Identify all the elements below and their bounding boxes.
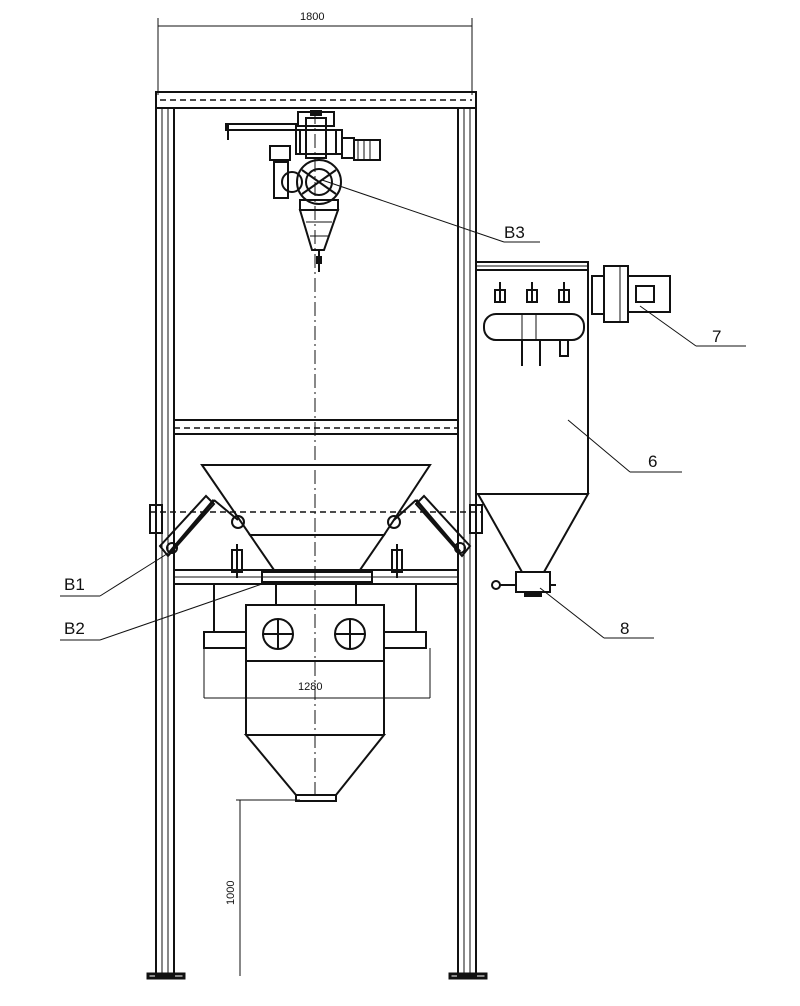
callout-b1: B1 <box>60 551 171 597</box>
callout-6: 6 <box>567 419 682 473</box>
callout-7-label: 7 <box>712 327 721 346</box>
upper-hopper <box>200 464 432 578</box>
discharge-bin <box>203 571 431 802</box>
callout-7: 7 <box>639 305 746 347</box>
dimension-top-width: 1800 <box>157 11 473 95</box>
callout-b3-label: B3 <box>504 223 525 242</box>
callout-b2: B2 <box>60 583 263 641</box>
dimension-discharge-height: 1000 <box>225 799 300 976</box>
pulse-valves <box>494 282 570 303</box>
cylinder-left <box>158 494 245 558</box>
hoist-drive-unit <box>225 110 381 272</box>
dimension-discharge-height-label: 1000 <box>225 881 237 905</box>
callout-b2-label: B2 <box>64 619 85 638</box>
callout-6-label: 6 <box>648 452 657 471</box>
dimension-top-width-label: 1800 <box>300 11 324 23</box>
main-frame <box>146 91 488 980</box>
callout-b3: B3 <box>321 179 540 243</box>
dust-collector <box>475 261 671 597</box>
cylinder-right <box>387 494 472 558</box>
callout-8: 8 <box>539 587 654 639</box>
dimension-hopper-width-label: 1280 <box>298 681 322 693</box>
callout-b1-label: B1 <box>64 575 85 594</box>
callout-8-label: 8 <box>620 619 629 638</box>
